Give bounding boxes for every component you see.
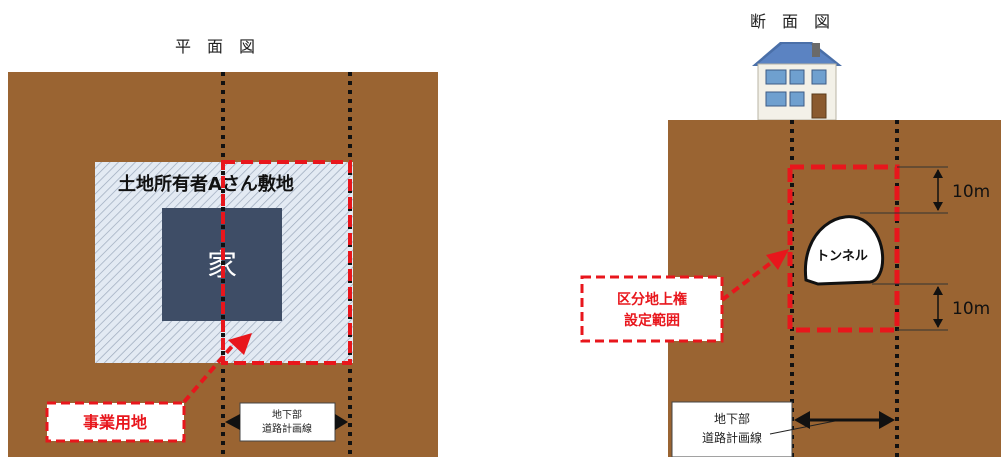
project-land-boundary: [221, 160, 352, 365]
house-illustration: [752, 42, 842, 121]
tunnel-label: トンネル: [816, 249, 868, 264]
easement-arrow-head: [766, 249, 789, 270]
easement-label-line2: 設定範囲: [624, 312, 680, 329]
section-road-leader-line: [769, 419, 841, 435]
project-land-box: [45, 401, 186, 443]
section-road-width-arrow: [794, 411, 895, 429]
easement-label-line1: 区分地上権: [617, 291, 687, 308]
plan-road-label-line1: 地下部: [272, 408, 302, 421]
project-land-label: 事業用地: [83, 413, 147, 432]
project-land-arrow-head: [228, 333, 252, 355]
plan-arrow-left-head: [225, 414, 240, 430]
plan-road-label-line2: 道路計画線: [262, 422, 312, 435]
top-clearance-dimension: [933, 169, 943, 211]
land-owner-label: 土地所有者Aさん敷地: [118, 173, 294, 195]
bottom-clearance-label: 10m: [952, 299, 990, 319]
plan-title: 平 面 図: [175, 37, 255, 56]
section-road-label-box: [671, 401, 793, 457]
section-ground: [668, 120, 1001, 457]
section-road-label-line1: 地下部: [714, 411, 750, 426]
bottom-clearance-dimension: [933, 286, 943, 328]
top-clearance-label: 10m: [952, 182, 990, 202]
plan-arrow-right-head: [335, 414, 348, 430]
plan-road-label-box: [239, 402, 336, 442]
easement-range-boundary: [787, 164, 900, 333]
easement-callout-box: [580, 275, 724, 343]
section-road-label-line2: 道路計画線: [702, 430, 762, 445]
tunnel-shape: [803, 215, 885, 286]
section-title: 断 面 図: [750, 12, 830, 31]
easement-arrow: [720, 260, 774, 302]
